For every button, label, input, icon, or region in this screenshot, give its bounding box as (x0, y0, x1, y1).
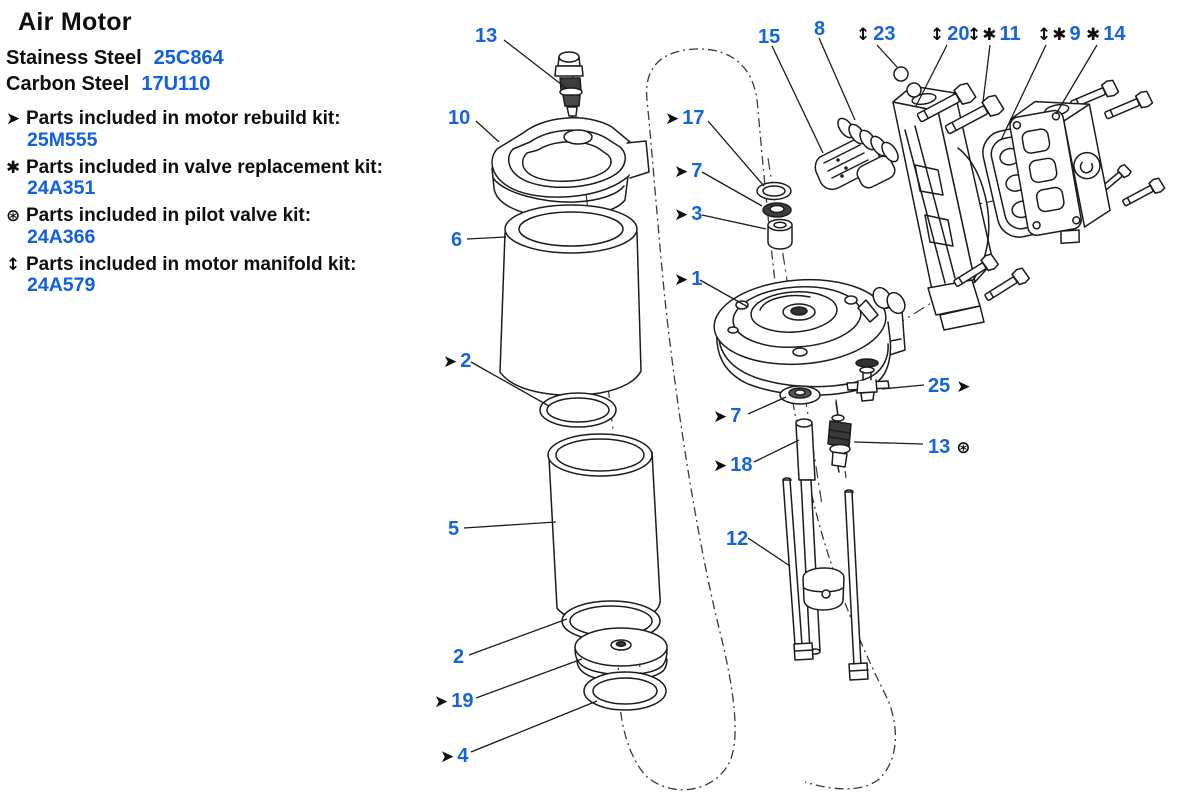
kit-code: 24A366 (27, 225, 96, 248)
page-title: Air Motor (18, 8, 132, 36)
variant-row-carbon: Carbon Steel 17U110 (6, 73, 476, 96)
variant-label: Carbon Steel (6, 73, 130, 95)
part-washer-7-upper (762, 202, 792, 218)
leader-line-2-lower (468, 618, 568, 656)
variant-code: 25C864 (153, 47, 224, 69)
leader-line-20 (915, 44, 948, 107)
leader-lines (463, 37, 1098, 753)
variant-row-stainless: Stainess Steel 25C864 (6, 47, 476, 70)
variant-label: Stainess Steel (6, 47, 142, 69)
asterisk-icon: ✱ (6, 157, 21, 178)
part-label-14: ✱14 (1086, 23, 1126, 45)
leader-line-25 (881, 384, 925, 390)
part-motor-base-1 (713, 278, 906, 396)
part-label-11: ↕✱11 (967, 23, 1021, 45)
kit-code: 24A351 (27, 177, 96, 200)
part-top-cover-10 (491, 117, 650, 219)
part-label-10: 10 (448, 107, 470, 129)
part-label-9: ↕✱9 (1037, 23, 1081, 45)
part-label-7-upper: ➤7 (674, 160, 702, 182)
kit-code: 25M555 (27, 128, 98, 151)
part-label-20: ↕20 (930, 23, 970, 45)
part-label-8: 8 (814, 18, 825, 40)
part-label-4: ➤4 (440, 745, 469, 767)
kit-row-motor-manifold: ↕Parts included in motor manifold kit: 2… (6, 253, 476, 297)
leader-line-4 (470, 700, 598, 753)
leader-line-3 (701, 214, 767, 230)
part-piston-plate-19 (574, 627, 668, 682)
part-cylinder-5 (547, 433, 661, 625)
part-label-13-pilot: 13⊛ (928, 436, 971, 458)
part-label-1: ➤1 (674, 268, 702, 290)
leader-line-10 (475, 120, 500, 143)
part-oring-17 (756, 181, 792, 201)
part-label-25: 25➤ (928, 375, 971, 397)
part-label-6: 6 (451, 229, 462, 251)
part-label-3: ➤3 (674, 203, 702, 225)
leader-line-2-upper (470, 361, 550, 407)
kit-code: 24A579 (27, 274, 96, 297)
leader-line-13-pilot (853, 441, 924, 445)
variant-code: 17U110 (141, 73, 211, 95)
part-label-7-lower: ➤7 (713, 405, 741, 427)
part-label-2-upper: ➤2 (443, 350, 471, 372)
leader-line-13-top (503, 39, 567, 89)
part-valve-balls-23 (893, 66, 922, 98)
part-label-18: ➤18 (713, 454, 753, 476)
part-oring-4 (583, 671, 667, 711)
part-label-19: ➤19 (434, 690, 474, 712)
kit-row-valve-replacement: ✱Parts included in valve replacement kit… (6, 156, 476, 200)
kit-text: Parts included in motor rebuild kit: (26, 108, 341, 129)
leader-line-18 (753, 439, 800, 463)
part-rod-clamp (802, 567, 845, 611)
part-valve-fitting-25 (846, 358, 890, 402)
part-bushing-3 (767, 218, 793, 250)
leader-line-1 (699, 279, 749, 308)
circled-asterisk-icon: ⊛ (6, 206, 21, 227)
part-valve-body-20 (857, 85, 994, 331)
part-pilot-valve-13 (827, 401, 852, 473)
part-washer-7-lower (779, 385, 821, 405)
part-tie-rod-right (844, 489, 869, 681)
part-label-2-lower: 2 (453, 646, 464, 668)
kit-legend: ➤Parts included in motor rebuild kit: 25… (6, 108, 476, 297)
kit-text: Parts included in motor manifold kit: (26, 253, 357, 275)
updown-arrow-icon: ↕ (6, 254, 21, 275)
leader-line-6 (466, 236, 507, 240)
leader-line-9 (1000, 44, 1047, 141)
part-label-12: 12 (726, 528, 748, 550)
legend: Air Motor Stainess Steel 25C864 Carbon S… (6, 4, 476, 303)
leader-line-15 (771, 45, 824, 154)
leader-line-7-upper (701, 171, 763, 207)
part-label-15: 15 (758, 26, 780, 48)
leader-line-7-lower (747, 396, 787, 415)
leader-line-23 (876, 44, 898, 68)
part-label-5: 5 (448, 518, 459, 540)
leader-line-12 (747, 537, 791, 567)
part-spring-clip-8 (837, 117, 899, 163)
leader-line-11 (982, 44, 991, 103)
part-label-13-top: 13 (475, 25, 497, 47)
part-manifold-14 (1009, 100, 1111, 245)
leader-line-5 (463, 521, 557, 529)
kit-row-motor-rebuild: ➤Parts included in motor rebuild kit: 25… (6, 108, 476, 151)
part-label-17: ➤17 (665, 107, 705, 129)
part-oring-2-upper (539, 392, 617, 428)
leader-line-17 (707, 120, 765, 187)
part-air-valve-13 (554, 51, 584, 131)
leader-line-19 (475, 658, 583, 699)
kit-text: Parts included in pilot valve kit: (26, 205, 312, 227)
piston-travel-dashed-loop (617, 48, 897, 791)
part-label-23: ↕23 (856, 23, 896, 45)
part-tie-rod-left (782, 477, 814, 661)
leader-line-14 (1055, 44, 1098, 115)
kit-text: Parts included in valve replacement kit: (26, 156, 383, 178)
kit-row-pilot-valve: ⊛Parts included in pilot valve kit: 24A3… (6, 205, 476, 248)
leader-line-8 (818, 37, 856, 121)
part-cylinder-sleeve-6 (499, 204, 642, 396)
arrow-right-icon: ➤ (6, 109, 21, 129)
